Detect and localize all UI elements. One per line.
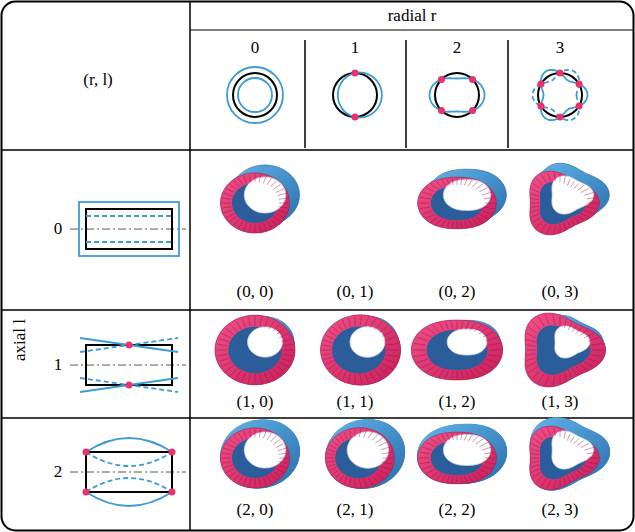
mode-shape-render (418, 169, 507, 229)
mode-index: 1 (54, 356, 63, 375)
grid-line (189, 2, 191, 530)
mode-index: 1 (351, 39, 360, 58)
cell-label: (2, 1) (335, 501, 376, 520)
mode-shape-render (221, 165, 300, 233)
cell-label: (2, 0) (235, 501, 276, 520)
mode-shape-render (530, 417, 610, 490)
cell-label: (2, 3) (540, 501, 581, 520)
corner-header: (r, l) (83, 71, 113, 90)
grid-line (2, 417, 633, 419)
grid-line (405, 40, 407, 148)
mode-shape-render (321, 315, 401, 385)
cell-label: (0, 3) (540, 283, 581, 302)
cell-label: (1, 0) (235, 393, 276, 412)
grid-line (2, 149, 633, 151)
mode-shape-render (417, 424, 507, 484)
cell-label: (0, 0) (235, 283, 276, 302)
radial-mode-icon (533, 70, 588, 121)
grid-line (190, 30, 633, 31)
cell-label: (1, 3) (540, 393, 581, 412)
cell-label: (0, 1) (335, 283, 376, 302)
cell-label: (1, 2) (437, 393, 478, 412)
mode-index: 0 (251, 39, 260, 58)
cell-label: (0, 2) (437, 283, 478, 302)
mode-shape-render (411, 320, 502, 380)
mode-shape-render (215, 315, 295, 385)
radial-mode-icon (430, 73, 485, 117)
axial-mode-icon (70, 202, 186, 256)
mode-index: 2 (54, 463, 63, 482)
grid-line (507, 40, 509, 148)
axis-title: axial l (11, 319, 30, 361)
mode-index: 3 (556, 39, 565, 58)
grid-line (304, 40, 306, 148)
mode-shape-render (525, 313, 606, 387)
radial-mode-icon (333, 70, 382, 121)
cell-label: (1, 1) (335, 393, 376, 412)
axial-mode-icon (70, 438, 186, 506)
mode-shape-render (325, 419, 405, 489)
radial-mode-icon (227, 67, 283, 123)
mode-shape-render (530, 163, 609, 235)
mode-index: 0 (54, 220, 63, 239)
mode-shape-render (220, 419, 300, 488)
axial-mode-icon (70, 338, 186, 392)
cell-label: (2, 2) (437, 501, 478, 520)
axis-title: radial r (388, 7, 437, 26)
grid-line (2, 309, 633, 311)
mode-index: 2 (453, 39, 462, 58)
